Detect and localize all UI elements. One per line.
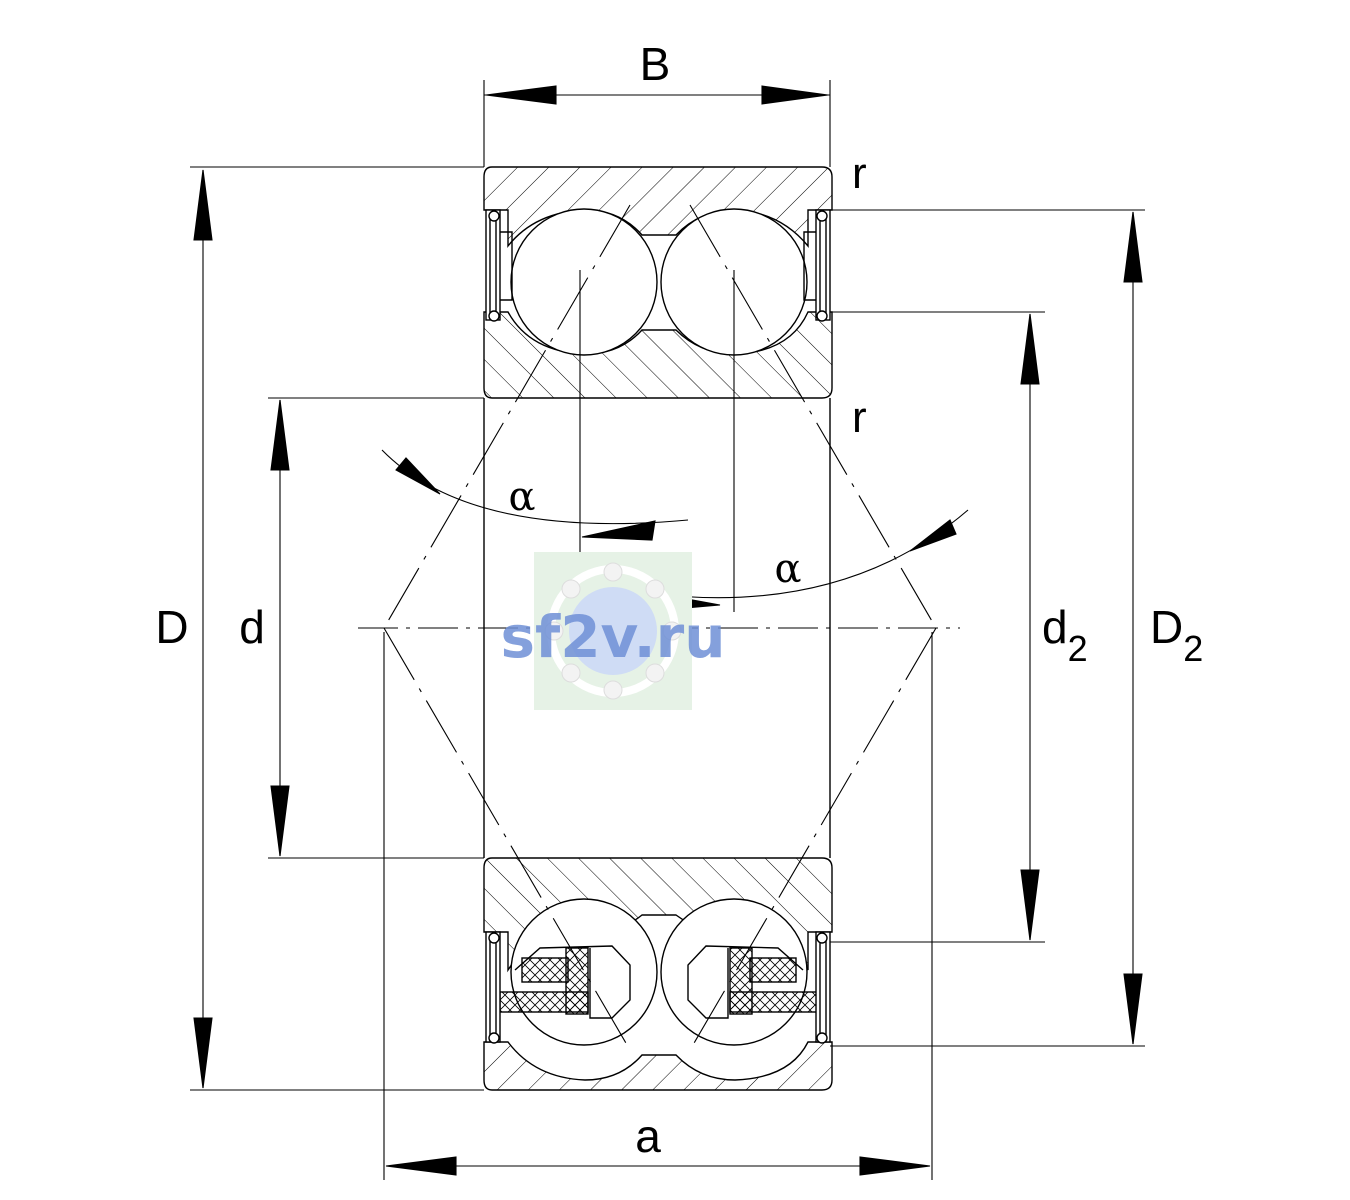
label-D: D (155, 601, 188, 653)
label-d2: d2 (1042, 601, 1088, 669)
dim-a (383, 632, 933, 1180)
label-D2: D2 (1150, 601, 1203, 669)
label-d: d (239, 601, 265, 653)
watermark-logo (534, 552, 692, 710)
watermark-text: sf2v.ru (500, 603, 725, 671)
lower-left-cage (499, 945, 631, 1019)
lower-right-seal (815, 931, 831, 1044)
dim-d2 (830, 311, 1045, 943)
label-r-top: r (852, 149, 867, 198)
dim-B (483, 80, 831, 167)
lower-inner-ring (483, 857, 833, 973)
upper-left-seal (485, 209, 513, 322)
label-B: B (640, 38, 671, 90)
lower-section (483, 857, 833, 1091)
label-r-mid: r (852, 393, 867, 442)
lower-left-seal (485, 931, 501, 1044)
label-a: a (635, 1110, 661, 1162)
upper-left-ball (510, 208, 658, 356)
dim-D (190, 166, 484, 1091)
lower-right-cage (687, 945, 819, 1019)
upper-section (483, 166, 833, 399)
dim-D2 (830, 209, 1145, 1047)
upper-right-seal (803, 209, 831, 322)
label-alpha-left: α (508, 474, 535, 520)
label-alpha-right: α (774, 546, 801, 592)
lower-outer-ring (483, 1041, 833, 1091)
angle-alpha-left (381, 449, 689, 541)
dim-d (268, 397, 484, 859)
